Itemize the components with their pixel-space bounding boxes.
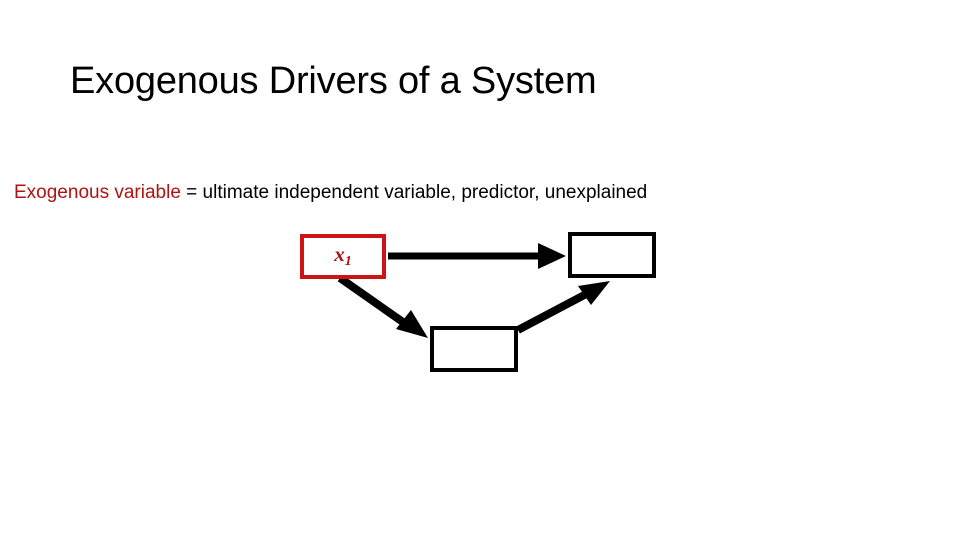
arrow-x1-to-bottom <box>337 274 428 338</box>
node-top-right-box <box>568 232 656 278</box>
node-x1-variable: x <box>334 242 345 266</box>
node-bottom-box <box>430 326 518 372</box>
page-title: Exogenous Drivers of a System <box>70 60 597 102</box>
node-x1-subscript: 1 <box>344 254 352 269</box>
arrow-head <box>538 243 566 269</box>
arrow-shaft <box>337 274 413 331</box>
definition-text: Exogenous variable = ultimate independen… <box>14 180 944 206</box>
arrow-x1-to-top-right <box>388 243 566 269</box>
definition-rest: = ultimate independent variable, predict… <box>180 182 648 203</box>
node-x1-label: x1 <box>334 244 352 269</box>
arrow-head <box>578 281 610 305</box>
definition-term: Exogenous variable <box>14 182 181 203</box>
node-x1-box: x1 <box>300 234 386 279</box>
arrow-shaft <box>516 288 592 334</box>
arrow-bottom-to-top-right <box>516 281 610 334</box>
arrow-head <box>396 310 428 338</box>
